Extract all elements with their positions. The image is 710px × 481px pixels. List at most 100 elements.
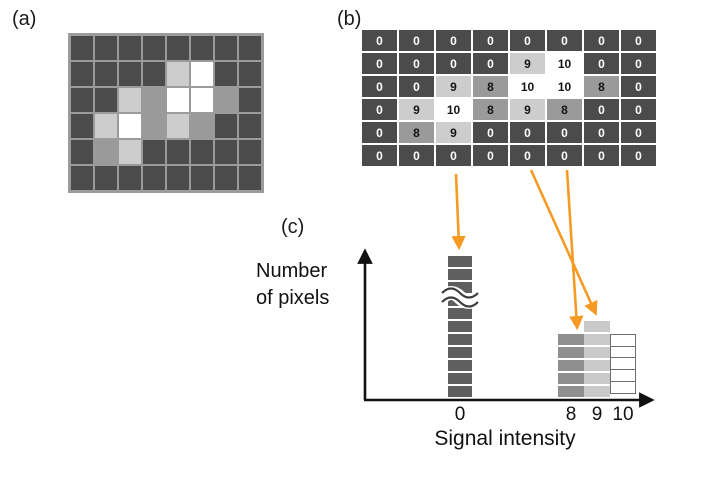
- bar-segment: [448, 282, 472, 295]
- pixel-cell: [143, 62, 165, 86]
- pixel-value-cell: 0: [621, 53, 656, 74]
- pixel-value-cell: 0: [399, 76, 434, 97]
- pixel-cell: [71, 36, 93, 60]
- pixel-value-cell: 8: [547, 99, 582, 120]
- pixel-cell: [71, 114, 93, 138]
- x-tick-0: 0: [454, 404, 466, 425]
- pixel-cell: [167, 62, 189, 86]
- bar-segment: [448, 269, 472, 282]
- pixel-cell: [215, 36, 237, 60]
- bar-segment: [448, 334, 472, 347]
- histogram-bar-8: [558, 334, 584, 399]
- pixel-cell: [143, 140, 165, 164]
- bar-segment: [448, 256, 472, 269]
- pixel-value-cell: 9: [510, 53, 545, 74]
- pixel-cell: [95, 114, 117, 138]
- pixel-cell: [71, 62, 93, 86]
- bar-segment: [558, 386, 584, 399]
- pixel-cell: [167, 140, 189, 164]
- pixel-cell: [239, 36, 261, 60]
- pixel-cell: [239, 114, 261, 138]
- pixel-value-cell: 0: [399, 53, 434, 74]
- panel-label-b: (b): [337, 8, 362, 30]
- pixel-value-cell: 0: [362, 53, 397, 74]
- x-tick-9: 9: [591, 404, 603, 425]
- pixel-value-cell: 9: [436, 76, 471, 97]
- pixel-cell: [71, 166, 93, 190]
- pixel-value-cell: 0: [436, 30, 471, 51]
- pixel-cell: [143, 88, 165, 112]
- bar-segment: [448, 373, 472, 386]
- pixel-value-cell: 0: [473, 145, 508, 166]
- pixel-value-cell: 0: [621, 145, 656, 166]
- pixel-cell: [215, 166, 237, 190]
- pixel-value-cell: 9: [399, 99, 434, 120]
- pixel-value-cell: 0: [547, 122, 582, 143]
- panel-label-a: (a): [12, 8, 37, 30]
- pixel-cell: [95, 166, 117, 190]
- pixel-value-cell: 0: [584, 145, 619, 166]
- bar-segment: [584, 360, 610, 373]
- pixel-value-cell: 10: [547, 53, 582, 74]
- x-tick-8: 8: [565, 404, 577, 425]
- panel-label-c: (c): [281, 216, 305, 238]
- pixel-value-cell: 0: [473, 30, 508, 51]
- pixel-cell: [119, 36, 141, 60]
- pixel-cell: [191, 36, 213, 60]
- pixel-cell: [95, 140, 117, 164]
- bar-segment: [610, 380, 636, 394]
- bar-segment: [448, 308, 472, 321]
- pixel-value-cell: 10: [547, 76, 582, 97]
- pixel-cell: [239, 62, 261, 86]
- x-axis-label: Signal intensity: [434, 427, 576, 450]
- pixel-value-cell: 0: [621, 122, 656, 143]
- pixel-value-cell: 0: [584, 53, 619, 74]
- pixel-value-cell: 0: [436, 53, 471, 74]
- pixel-cell: [119, 140, 141, 164]
- pixel-cell: [167, 166, 189, 190]
- pixel-cell: [71, 140, 93, 164]
- pixel-cell: [239, 88, 261, 112]
- histogram-bar-0: [448, 256, 472, 399]
- pixel-value-cell: 0: [399, 30, 434, 51]
- pixel-value-cell: 9: [436, 122, 471, 143]
- pixel-cell: [167, 114, 189, 138]
- histogram-bar-9: [584, 321, 610, 399]
- pixel-cell: [143, 36, 165, 60]
- pixel-cell: [167, 36, 189, 60]
- pixel-value-cell: 0: [473, 122, 508, 143]
- bar-segment: [558, 373, 584, 386]
- pixel-value-cell: 10: [510, 76, 545, 97]
- pixel-value-cell: 0: [621, 99, 656, 120]
- pixel-value-cell: 0: [473, 53, 508, 74]
- pixel-value-cell: 0: [362, 99, 397, 120]
- pixel-value-cell: 8: [584, 76, 619, 97]
- pixel-cell: [191, 114, 213, 138]
- pixel-value-cell: 0: [362, 145, 397, 166]
- pixel-value-cell: 0: [362, 122, 397, 143]
- pixel-cell: [215, 114, 237, 138]
- pixel-cell: [215, 140, 237, 164]
- pixel-cell: [95, 62, 117, 86]
- bar-segment: [584, 373, 610, 386]
- pixel-cell: [239, 140, 261, 164]
- bar-segment: [448, 360, 472, 373]
- pixel-cell: [167, 88, 189, 112]
- pixel-cell: [215, 62, 237, 86]
- pixel-cell: [119, 166, 141, 190]
- pixel-cell: [95, 88, 117, 112]
- pixel-cell: [143, 166, 165, 190]
- pixel-cell: [143, 114, 165, 138]
- pixel-value-cell: 10: [436, 99, 471, 120]
- pixel-value-cell: 8: [473, 76, 508, 97]
- bar-segment: [448, 321, 472, 334]
- pixel-cell: [191, 62, 213, 86]
- histogram-bar-10: [610, 334, 636, 399]
- pixel-value-cell: 0: [510, 30, 545, 51]
- pixel-grid-a: [68, 33, 264, 193]
- pixel-value-cell: 8: [399, 122, 434, 143]
- pixel-cell: [71, 88, 93, 112]
- pixel-cell: [95, 36, 117, 60]
